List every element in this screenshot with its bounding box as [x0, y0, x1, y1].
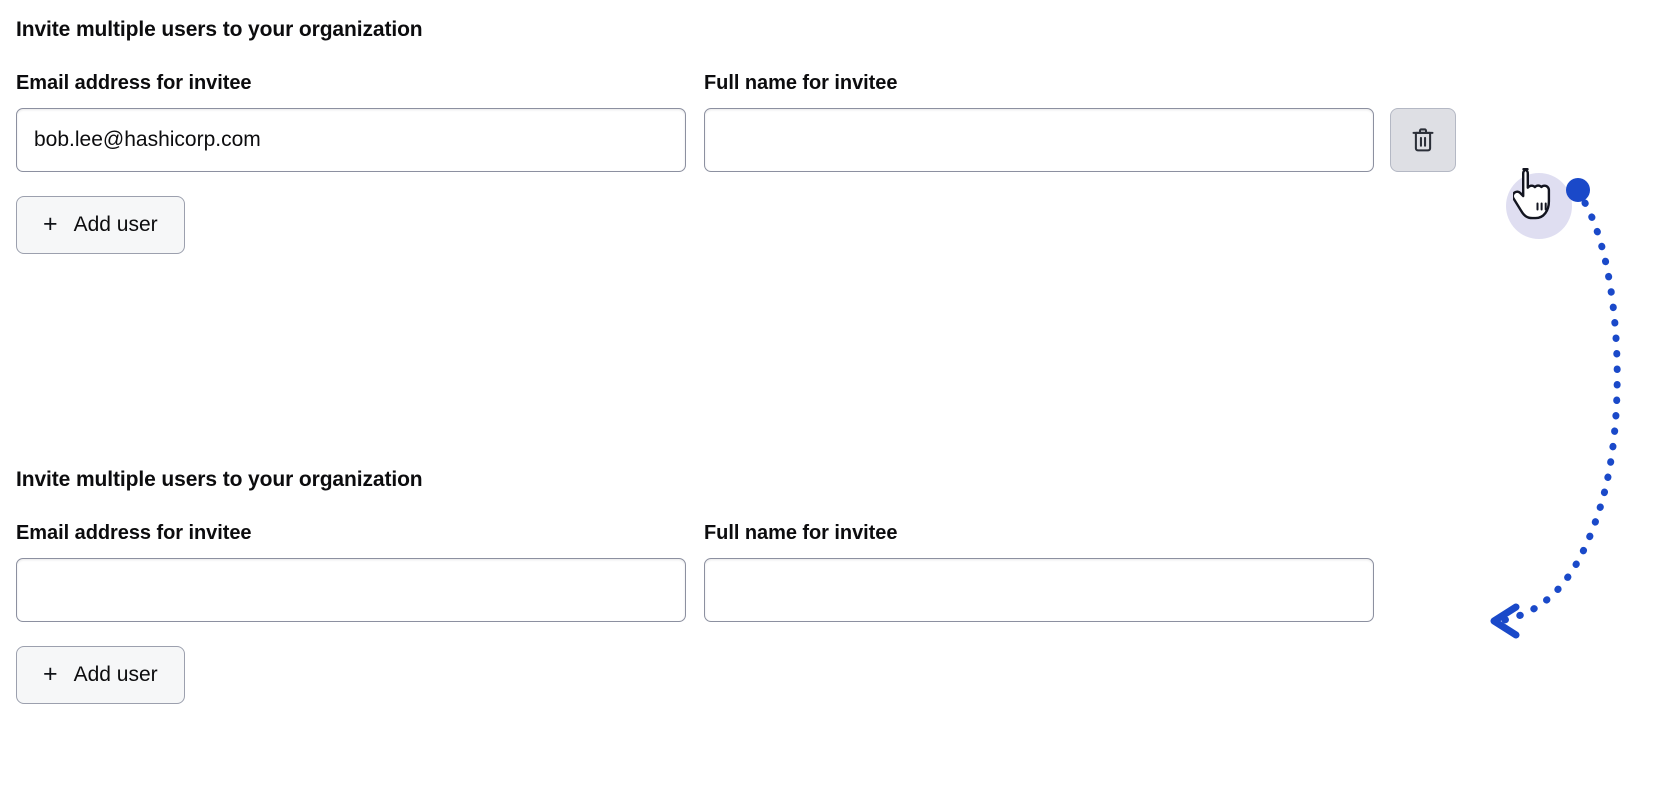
fullname-input[interactable] — [704, 108, 1374, 172]
plus-icon-2: + — [43, 659, 58, 688]
email-field-label: Email address for invitee — [16, 72, 252, 94]
email-input[interactable] — [16, 108, 686, 172]
invite-section-1: Invite multiple users to your organizati… — [16, 16, 1656, 254]
add-user-button[interactable]: + Add user — [16, 196, 185, 254]
page-title: Invite multiple users to your organizati… — [16, 18, 423, 41]
add-user-button-label: Add user — [73, 213, 158, 236]
fullname-field-label-2: Full name for invitee — [704, 522, 898, 544]
add-user-button-label-2: Add user — [73, 663, 158, 686]
fullname-field-group: Full name for invitee — [704, 70, 1374, 172]
plus-icon: + — [43, 209, 58, 238]
email-field-group-2: Email address for invitee — [16, 520, 686, 622]
page-title-2: Invite multiple users to your organizati… — [16, 468, 423, 491]
invite-section-2: Invite multiple users to your organizati… — [16, 466, 1656, 704]
add-user-button-2[interactable]: + Add user — [16, 646, 185, 704]
fullname-field-label: Full name for invitee — [704, 72, 898, 94]
fullname-input-2[interactable] — [704, 558, 1374, 622]
delete-row-button[interactable] — [1390, 108, 1456, 172]
email-field-group: Email address for invitee — [16, 70, 686, 172]
email-field-label-2: Email address for invitee — [16, 522, 252, 544]
email-input-2[interactable] — [16, 558, 686, 622]
fullname-field-group-2: Full name for invitee — [704, 520, 1374, 622]
trash-icon — [1410, 126, 1436, 154]
invitee-row-2: Email address for invitee Full name for … — [16, 520, 1656, 622]
invitee-row: Email address for invitee Full name for … — [16, 70, 1656, 172]
